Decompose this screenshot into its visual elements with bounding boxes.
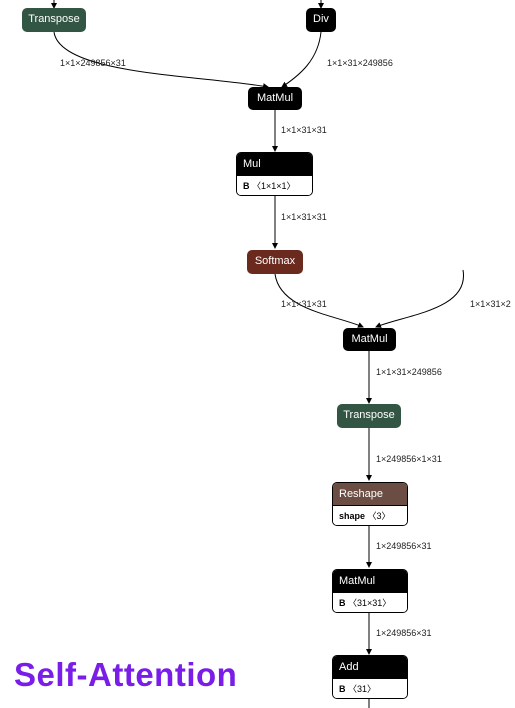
edge-label-mul-softmax: 1×1×31×31 <box>281 212 327 222</box>
node-attribute: shape 〈3〉 <box>333 505 407 525</box>
node-label: MatMul <box>351 333 388 345</box>
node-label: Transpose <box>343 409 395 421</box>
attr-name: B <box>339 684 346 694</box>
edge-label-div-matmul: 1×1×31×249856 <box>327 58 393 68</box>
edge-label-transpose-reshape: 1×249856×1×31 <box>376 454 442 464</box>
edge-label-softmax-matmul: 1×1×31×31 <box>281 299 327 309</box>
attr-name: B <box>339 598 346 608</box>
node-add[interactable]: Add B 〈31〉 <box>332 655 408 699</box>
node-label: Div <box>313 13 329 25</box>
edge-label-matmul-transpose: 1×1×31×249856 <box>376 367 442 377</box>
node-label: MatMul <box>333 570 407 592</box>
edge-label-matmul-add: 1×249856×31 <box>376 628 432 638</box>
node-label: Add <box>333 656 407 678</box>
edge-right-matmul <box>375 269 464 328</box>
node-matmul[interactable]: MatMul <box>343 328 396 351</box>
node-matmul[interactable]: MatMul <box>248 87 302 110</box>
node-softmax[interactable]: Softmax <box>247 250 303 274</box>
edge-div-matmul <box>281 31 322 88</box>
attr-value: 〈31〉 <box>348 684 377 694</box>
node-mul[interactable]: Mul B 〈1×1×1〉 <box>236 152 313 196</box>
edge-softmax-matmul <box>274 273 364 328</box>
node-div[interactable]: Div <box>306 8 336 32</box>
edge-label-right-matmul: 1×1×31×2 <box>470 299 511 309</box>
caption-title: Self-Attention <box>14 656 238 693</box>
node-label: Mul <box>237 153 312 175</box>
node-matmul-b[interactable]: MatMul B 〈31×31〉 <box>332 569 408 613</box>
node-label: MatMul <box>256 92 294 104</box>
edge-transpose-matmul <box>53 31 269 90</box>
node-reshape[interactable]: Reshape shape 〈3〉 <box>332 482 408 526</box>
attr-value: 〈31×31〉 <box>348 598 392 608</box>
attr-name: B <box>243 181 250 191</box>
attr-value: 〈1×1×1〉 <box>252 181 296 191</box>
attr-value: 〈3〉 <box>367 511 391 521</box>
edge-label-transpose-matmul: 1×1×249856×31 <box>60 58 126 68</box>
node-transpose[interactable]: Transpose <box>22 8 86 32</box>
edge-label-reshape-matmul: 1×249856×31 <box>376 541 432 551</box>
node-attribute: B 〈31×31〉 <box>333 592 407 612</box>
attr-name: shape <box>339 511 366 521</box>
node-label: Softmax <box>254 255 296 267</box>
node-transpose[interactable]: Transpose <box>337 404 401 428</box>
edge-label-matmul-mul: 1×1×31×31 <box>281 125 327 135</box>
node-attribute: B 〈31〉 <box>333 678 407 698</box>
node-attribute: B 〈1×1×1〉 <box>237 175 312 195</box>
node-label: Reshape <box>333 483 407 505</box>
node-label: Transpose <box>28 13 80 25</box>
